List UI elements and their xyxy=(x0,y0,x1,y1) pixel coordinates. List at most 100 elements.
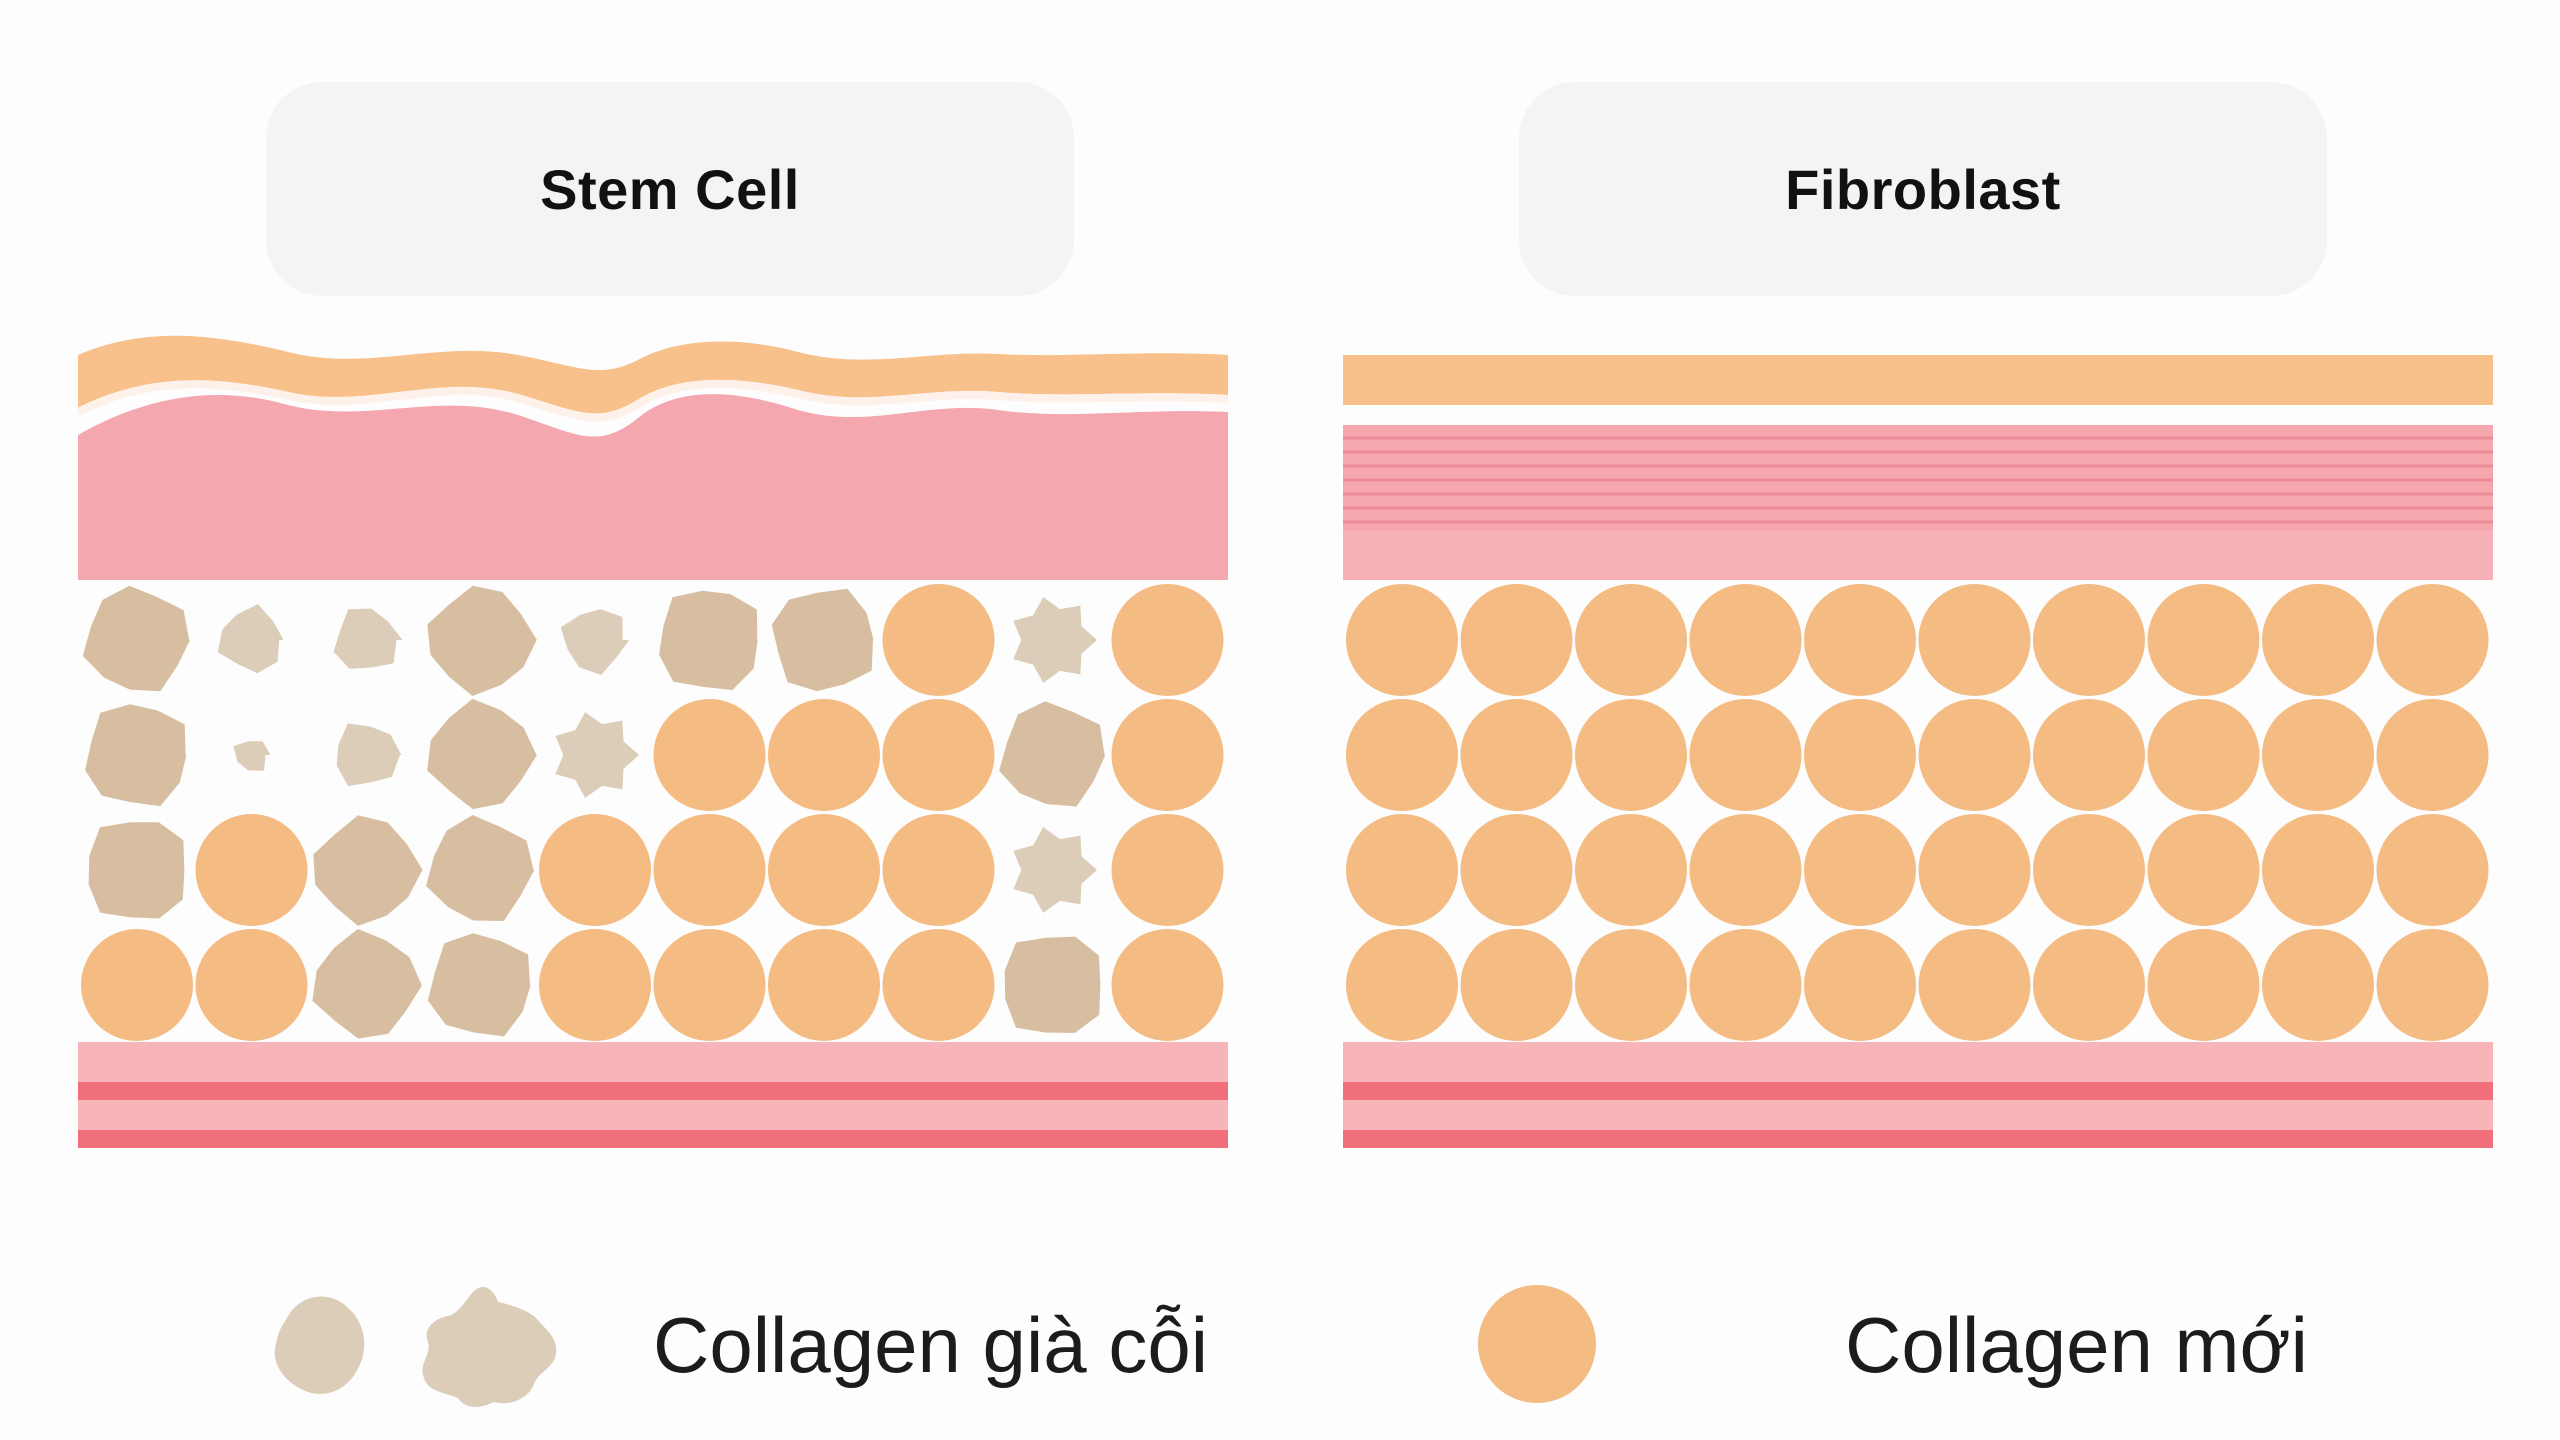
old-collagen-blob xyxy=(1004,936,1101,1033)
new-collagen-circle xyxy=(2033,699,2145,811)
base-stripe xyxy=(78,1130,1228,1148)
new-collagen-circle xyxy=(1111,699,1224,811)
skin-surface-layer xyxy=(78,335,1228,414)
new-collagen-circle xyxy=(2262,584,2374,696)
old-collagen-blob xyxy=(312,928,423,1039)
new-collagen-circle xyxy=(653,814,766,926)
new-collagen-circle xyxy=(653,699,766,811)
old-collagen-blob xyxy=(427,698,537,810)
new-collagen-circle xyxy=(1575,814,1687,926)
old-collagen-blob xyxy=(313,815,423,926)
new-collagen-circle xyxy=(1689,929,1802,1041)
new-collagen-circle xyxy=(653,929,766,1041)
old-collagen-blob xyxy=(771,588,874,692)
new-collagen-legend-label: Collagen mới xyxy=(1845,1301,2309,1389)
new-collagen-circle xyxy=(1918,929,2031,1041)
new-collagen-circle xyxy=(539,814,651,926)
stem-cell-title: Stem Cell xyxy=(540,157,800,221)
new-collagen-circle xyxy=(2376,814,2489,926)
old-collagen-blob xyxy=(555,712,639,798)
new-collagen-circle xyxy=(1111,584,1224,696)
new-collagen-circle xyxy=(81,929,193,1041)
new-collagen-circle xyxy=(1804,814,1916,926)
new-collagen-circle xyxy=(2033,584,2145,696)
old-collagen-blob-icon xyxy=(274,1296,365,1394)
dermis-layer xyxy=(78,394,1228,580)
new-collagen-circle xyxy=(2262,814,2374,926)
new-collagen-circle xyxy=(195,929,308,1041)
fibroblast-title-box: Fibroblast xyxy=(1519,82,2327,296)
old-collagen-blob xyxy=(1013,597,1097,683)
fibroblast-title: Fibroblast xyxy=(1785,157,2061,221)
new-collagen-circle xyxy=(1111,814,1224,926)
old-collagen-blob xyxy=(333,608,403,669)
old-collagen-blob xyxy=(1013,827,1097,913)
new-collagen-circle xyxy=(2033,929,2145,1041)
new-collagen-circle xyxy=(1689,584,1802,696)
new-collagen-circle xyxy=(2376,929,2489,1041)
old-collagen-blob xyxy=(336,723,402,787)
old-collagen-star-icon xyxy=(422,1287,557,1407)
base-stripe xyxy=(1343,1130,2493,1148)
new-collagen-circle xyxy=(1575,699,1687,811)
dermis-lower xyxy=(1343,530,2493,580)
new-collagen-circle xyxy=(2376,584,2489,696)
old-collagen-blob xyxy=(82,585,190,692)
old-collagen-blob xyxy=(217,604,284,674)
base-layer xyxy=(1343,1042,2493,1082)
new-collagen-circle xyxy=(2147,699,2260,811)
new-collagen-circle xyxy=(2262,699,2374,811)
dermis-lines xyxy=(1343,436,2493,524)
new-collagen-circle xyxy=(768,699,880,811)
new-collagen-circle xyxy=(1918,814,2031,926)
base-layer xyxy=(78,1100,1228,1130)
base-stripe xyxy=(1343,1082,2493,1100)
new-collagen-circle xyxy=(1346,699,1458,811)
base-layer xyxy=(78,1042,1228,1082)
new-collagen-circle xyxy=(2147,814,2260,926)
old-collagen-blob xyxy=(427,933,531,1037)
new-collagen-circle-icon xyxy=(1478,1285,1596,1403)
new-collagen-circle xyxy=(1918,584,2031,696)
new-collagen-circle xyxy=(882,929,995,1041)
old-collagen-blob xyxy=(233,741,271,771)
new-collagen-circle xyxy=(2147,929,2260,1041)
new-collagen-circle xyxy=(1689,699,1802,811)
new-collagen-circle xyxy=(1460,584,1573,696)
new-collagen-circle xyxy=(2376,699,2489,811)
old-collagen-blob xyxy=(427,585,537,696)
new-collagen-circle xyxy=(1346,814,1458,926)
new-collagen-circle xyxy=(1460,814,1573,926)
new-collagen-circle xyxy=(768,814,880,926)
old-collagen-blob xyxy=(88,822,185,919)
old-collagen-blob xyxy=(999,701,1106,807)
new-collagen-circle xyxy=(1346,584,1458,696)
old-collagen-legend-label: Collagen già cỗi xyxy=(653,1301,1209,1389)
collagen-grid xyxy=(1346,584,2489,1041)
stem-cell-title-box: Stem Cell xyxy=(266,82,1074,296)
old-collagen-blob xyxy=(659,590,758,691)
skin-surface-layer xyxy=(1343,355,2493,405)
old-collagen-blob xyxy=(85,704,187,807)
new-collagen-circle xyxy=(1804,929,1916,1041)
new-collagen-circle xyxy=(882,584,995,696)
new-collagen-circle xyxy=(2033,814,2145,926)
fibroblast-skin-diagram xyxy=(1343,355,2493,1148)
base-layer xyxy=(1343,1100,2493,1130)
old-collagen-blob xyxy=(560,609,630,675)
new-collagen-circle xyxy=(768,929,880,1041)
new-collagen-circle xyxy=(1804,699,1916,811)
collagen-grid xyxy=(81,584,1224,1041)
new-collagen-circle xyxy=(1918,699,2031,811)
new-collagen-circle xyxy=(882,814,995,926)
new-collagen-circle xyxy=(1111,929,1224,1041)
new-collagen-circle xyxy=(1804,584,1916,696)
new-collagen-circle xyxy=(1460,929,1573,1041)
old-collagen-legend-icon xyxy=(274,1287,557,1407)
stem-cell-skin-diagram xyxy=(78,335,1228,1148)
new-collagen-circle xyxy=(539,929,651,1041)
new-collagen-circle xyxy=(1575,929,1687,1041)
new-collagen-circle xyxy=(1575,584,1687,696)
new-collagen-circle xyxy=(882,699,995,811)
new-collagen-legend-icon xyxy=(1478,1285,1596,1403)
